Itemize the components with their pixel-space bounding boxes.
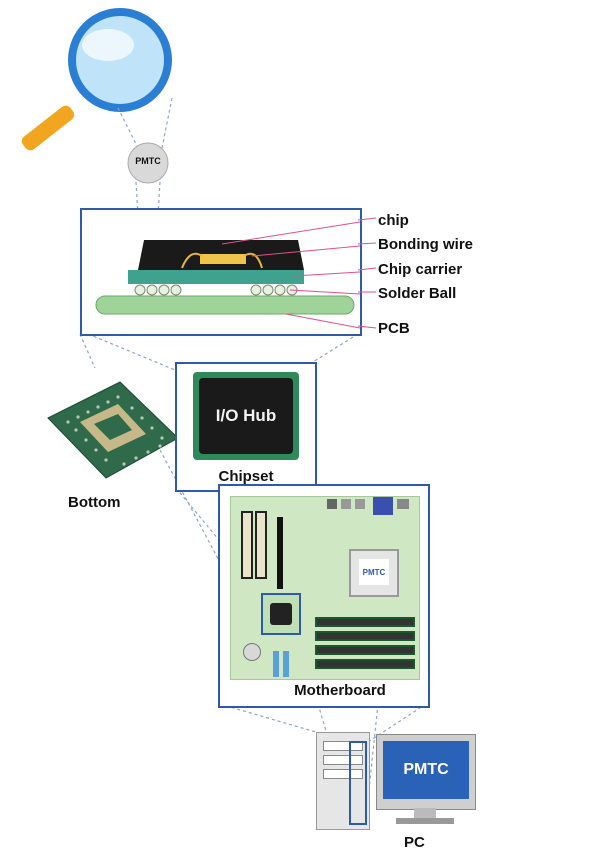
- ram-slot: [315, 617, 415, 627]
- chipset-substrate: I/O Hub: [193, 372, 299, 460]
- package-cross-section-frame: [80, 208, 362, 336]
- monitor-screen: PMTC: [383, 741, 469, 799]
- pc-monitor: PMTC: [376, 734, 476, 810]
- callout-solder-ball: Solder Ball: [378, 285, 457, 302]
- motherboard-label: Motherboard: [294, 682, 386, 699]
- chipset-label: Chipset: [218, 468, 274, 485]
- pc-label: PC: [404, 834, 425, 851]
- solder-balls: [134, 284, 298, 296]
- agp-slot: [277, 517, 283, 589]
- pc-motherboard-highlight: [349, 741, 367, 825]
- ide-connector: [273, 651, 279, 677]
- monitor-stand: [414, 808, 436, 820]
- magnifying-glass-icon: [21, 8, 172, 151]
- motherboard-frame: PMTC Motherboard: [218, 484, 430, 708]
- chip-die: [200, 254, 246, 264]
- pc-tower: [316, 732, 370, 830]
- callout-pcb: PCB: [378, 320, 410, 337]
- cpu-socket: PMTC: [349, 549, 399, 597]
- bonding-wire: [181, 252, 203, 269]
- pmtc-badge-text: PMTC: [135, 156, 161, 166]
- monitor-base: [396, 818, 454, 824]
- bottom-label: Bottom: [68, 494, 121, 511]
- callout-bonding-wire: Bonding wire: [378, 236, 473, 253]
- chip-carrier: [128, 270, 304, 284]
- pcb-layer: [95, 295, 355, 315]
- callout-chip-carrier: Chip carrier: [378, 261, 463, 278]
- monitor-logo-text: PMTC: [403, 761, 449, 778]
- vga-port: [373, 497, 393, 515]
- callout-chip: chip: [378, 212, 409, 229]
- io-hub-text: I/O Hub: [215, 406, 277, 425]
- cmos-battery: [243, 643, 261, 661]
- chipset-highlight: [261, 593, 301, 635]
- rear-port: [327, 499, 337, 509]
- bga-chip-bottom-icon: [47, 381, 179, 479]
- pci-slot: [241, 511, 253, 579]
- pmtc-badge: [127, 142, 169, 184]
- io-hub-chip: I/O Hub: [199, 378, 293, 454]
- chipset-frame: I/O Hub Chipset: [175, 362, 317, 492]
- package-cross-section-drawing: [95, 221, 360, 329]
- chipset-chip: [270, 603, 292, 625]
- motherboard-pcb: PMTC: [230, 496, 420, 680]
- cpu-logo-text: PMTC: [362, 567, 386, 577]
